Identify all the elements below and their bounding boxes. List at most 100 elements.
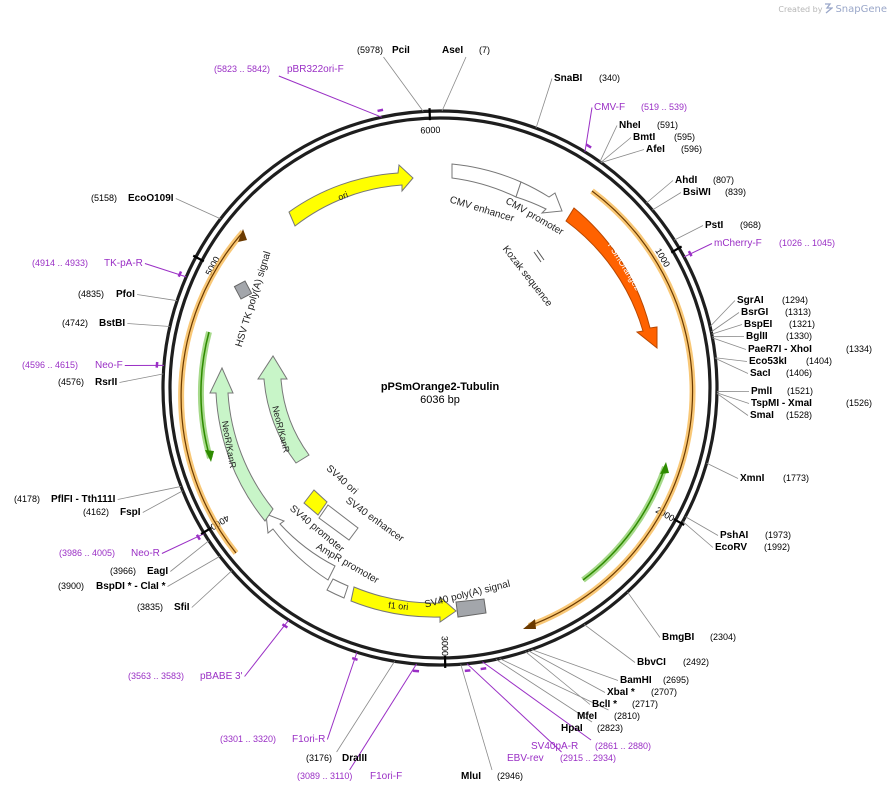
primer-position: (3563 .. 3583) <box>128 671 184 681</box>
enzyme-position: (968) <box>740 220 761 230</box>
sv40-ori-label: SV40 ori <box>324 463 360 497</box>
neor-orf-line <box>180 231 244 554</box>
primer-mark <box>480 666 487 671</box>
enzyme-bspei[interactable]: BspEI(1321) <box>744 319 815 330</box>
enzyme-name: XmnI <box>740 473 765 484</box>
enzyme-xmni[interactable]: XmnI(1773) <box>740 473 809 484</box>
enzyme-ahdi[interactable]: AhdI(807) <box>675 175 734 186</box>
enzyme-draiii[interactable]: (3176)DraIII <box>306 753 367 764</box>
enzyme-name: EagI <box>147 566 168 577</box>
primer-sv40pa-r[interactable]: SV40pA-R(2861 .. 2880) <box>531 741 651 752</box>
leader-line <box>531 649 619 681</box>
enzyme-nhei[interactable]: NheI(591) <box>619 120 678 131</box>
tick-mark <box>670 245 683 254</box>
primer-neo-r[interactable]: (3986 .. 4005)Neo-R <box>59 548 160 559</box>
enzyme-name: BclI * <box>592 699 617 710</box>
enzyme-name: PflFI - Tth111I <box>51 494 116 505</box>
enzyme-ecorv[interactable]: EcoRV(1992) <box>715 542 790 553</box>
enzyme-afei[interactable]: AfeI(596) <box>646 144 702 155</box>
enzyme-position: (2707) <box>651 687 677 697</box>
enzyme-asei[interactable]: AseI(7) <box>442 45 490 56</box>
enzyme-position: (596) <box>681 144 702 154</box>
enzyme-position: (591) <box>657 120 678 130</box>
enzyme-rsrii[interactable]: (4576)RsrII <box>58 377 117 388</box>
enzyme-name: SfiI <box>174 602 190 613</box>
leader-line <box>441 56 467 112</box>
tick-mark <box>192 254 205 263</box>
enzyme-sgrai[interactable]: SgrAI(1294) <box>737 295 808 306</box>
primer-position: (3301 .. 3320) <box>220 734 276 744</box>
enzyme-mlui[interactable]: MluI(2946) <box>461 771 523 782</box>
primer-ebv-rev[interactable]: EBV-rev(2915 .. 2934) <box>507 753 616 764</box>
primer-neo-f[interactable]: (4596 .. 4615)Neo-F <box>22 360 123 371</box>
tick-label: 6000 <box>420 125 440 136</box>
primer-mark <box>377 108 384 113</box>
kozak-marker <box>533 249 545 263</box>
enzyme-snabi[interactable]: SnaBI(340) <box>554 73 620 84</box>
enzyme-smai[interactable]: SmaI(1528) <box>750 410 812 421</box>
primer-pbr322ori-f[interactable]: (5823 .. 5842)pBR322ori-F <box>214 64 344 75</box>
backbone <box>161 109 719 667</box>
enzyme-pfoi[interactable]: (4835)PfoI <box>78 289 135 300</box>
enzyme-bmti[interactable]: BmtI(595) <box>633 132 695 143</box>
primer-f1ori-r[interactable]: (3301 .. 3320)F1ori-R <box>220 734 325 745</box>
kozak-label: Kozak sequence <box>500 244 554 309</box>
enzyme-paer7i-xhoi[interactable]: PaeR7I - XhoI(1334) <box>748 344 872 355</box>
primer-tk-pa-r[interactable]: (4914 .. 4933)TK-pA-R <box>32 258 143 269</box>
green-orf-right-line <box>582 466 666 581</box>
enzyme-position: (1406) <box>786 368 812 378</box>
enzyme-bspdi-clai[interactable]: (3900)BspDI * - ClaI * <box>58 581 166 592</box>
enzyme-bcli[interactable]: BclI *(2717) <box>592 699 658 710</box>
leader-line <box>709 300 736 327</box>
enzyme-pshai[interactable]: PshAI(1973) <box>720 530 791 541</box>
enzyme-name: BglII <box>746 331 768 342</box>
enzyme-bsrgi[interactable]: BsrGI(1313) <box>741 307 811 318</box>
enzyme-mfei[interactable]: MfeI(2810) <box>577 711 640 722</box>
leader-line <box>712 337 747 350</box>
enzyme-xbai[interactable]: XbaI *(2707) <box>607 687 677 698</box>
enzyme-bglii[interactable]: BglII(1330) <box>746 331 812 342</box>
leader-line <box>674 225 704 241</box>
snapgene-logo-icon <box>824 3 835 16</box>
enzyme-pflfi-tth111i[interactable]: (4178)PflFI - Tth111I <box>14 494 116 505</box>
green-orf-left-line <box>200 331 211 459</box>
primer-mcherry-f[interactable]: mCherry-F(1026 .. 1045) <box>714 238 835 249</box>
primer-mark <box>351 656 358 661</box>
primer-cmv-f[interactable]: CMV-F(519 .. 539) <box>594 102 687 113</box>
primer-name: F1ori-F <box>370 771 402 782</box>
primer-pbabe-3[interactable]: (3563 .. 3583) pBABE 3' <box>128 671 243 682</box>
enzyme-pcii[interactable]: (5978)PciI <box>357 45 410 56</box>
enzyme-bamhi[interactable]: BamHI(2695) <box>620 675 689 686</box>
enzyme-position: (2492) <box>683 657 709 667</box>
enzyme-position: (3176) <box>306 753 332 763</box>
enzyme-tspmi-xmai[interactable]: TspMI - XmaI(1526) <box>751 398 872 409</box>
enzyme-bsiwi[interactable]: BsiWI(839) <box>683 187 746 198</box>
enzyme-eco53ki[interactable]: Eco53kI(1404) <box>749 356 832 367</box>
primer-name: pBABE 3' <box>200 671 243 682</box>
leader-line <box>167 555 221 587</box>
enzyme-ecoo109i[interactable]: (5158)EcoO109I <box>91 193 174 204</box>
enzyme-hpai[interactable]: HpaI(2823) <box>561 723 623 734</box>
orf-arcs <box>178 188 696 629</box>
enzyme-bstbi[interactable]: (4742)BstBI <box>62 318 125 329</box>
enzyme-bmgbi[interactable]: BmgBI(2304) <box>662 632 736 643</box>
enzyme-name: SnaBI <box>554 73 583 84</box>
enzyme-name: AhdI <box>675 175 697 186</box>
enzyme-psti[interactable]: PstI(968) <box>705 220 761 231</box>
enzyme-sfii[interactable]: (3835)SfiI <box>137 602 190 613</box>
enzyme-name: PfoI <box>116 289 135 300</box>
enzyme-saci[interactable]: SacI(1406) <box>750 368 812 379</box>
enzyme-bbvci[interactable]: BbvCI(2492) <box>637 657 709 668</box>
enzyme-name: MfeI <box>577 711 597 722</box>
leader-line <box>716 393 749 416</box>
enzyme-fspi[interactable]: (4162)FspI <box>83 507 141 518</box>
enzyme-name: EcoRV <box>715 542 747 553</box>
enzyme-position: (2695) <box>663 675 689 685</box>
enzyme-position: (7) <box>479 45 490 55</box>
leader-line <box>527 650 606 693</box>
enzyme-eagi[interactable]: (3966)EagI <box>110 566 168 577</box>
primer-f1ori-f[interactable]: (3089 .. 3110)F1ori-F <box>297 771 402 782</box>
primer-labels: (5823 .. 5842)pBR322ori-F CMV-F(519 .. 5… <box>22 64 835 782</box>
enzyme-name: BstBI <box>99 318 125 329</box>
enzyme-pmli[interactable]: PmlI(1521) <box>751 386 813 397</box>
